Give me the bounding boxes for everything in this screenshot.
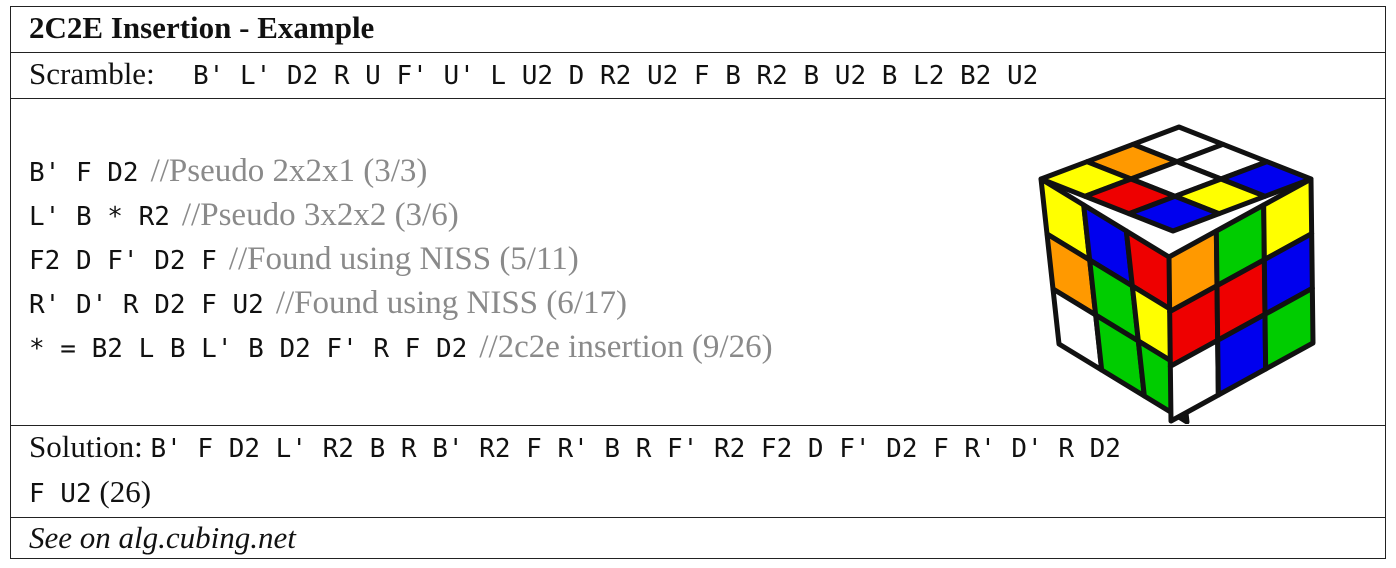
step-moves: R' D' R D2 F U2: [29, 290, 264, 320]
step-moves: * = B2 L B L' B D2 F' R F D2: [29, 334, 468, 364]
cube-sticker: [1126, 193, 1222, 234]
step-line: L' B * R2 //Pseudo 3x2x2 (3/6): [29, 197, 459, 237]
step-line: R' D' R D2 F U2 //Found using NISS (6/17…: [29, 285, 627, 325]
step-line: B' F D2 //Pseudo 2x2x1 (3/3): [29, 153, 427, 193]
cube-top-face: [1038, 124, 1314, 234]
solution-line-2: F U2 (26): [29, 474, 151, 510]
step-comment: //Pseudo 2x2x1 (3/3): [150, 153, 428, 189]
solution-line-1: Solution: B' F D2 L' R2 B R B' R2 F R' B…: [29, 429, 1121, 465]
solution-count: (26): [99, 474, 152, 509]
link-row: See on alg.cubing.net: [11, 518, 1385, 560]
step-moves: L' B * R2: [29, 202, 170, 232]
solution-row: Solution: B' F D2 L' R2 B R B' R2 F R' B…: [11, 426, 1385, 518]
rubiks-cube-icon: [1038, 124, 1316, 424]
step-moves: F2 D F' D2 F: [29, 246, 217, 276]
step-comment: //2c2e insertion (9/26): [479, 329, 773, 365]
cube-sticker: [1262, 285, 1316, 372]
scramble-moves: B' L' D2 R U F' U' L U2 D R2 U2 F B R2 B…: [193, 61, 1039, 91]
step-comment: //Found using NISS (5/11): [228, 241, 579, 277]
cube-right-face: [1166, 176, 1316, 424]
example-title: 2C2E Insertion - Example: [29, 10, 375, 45]
step-moves: B' F D2: [29, 158, 139, 188]
solution-moves-2: F U2: [29, 479, 92, 509]
solution-moves-1: B' F D2 L' R2 B R B' R2 F R' B R F' R2 F…: [150, 434, 1121, 464]
steps-row: B' F D2 //Pseudo 2x2x1 (3/3) L' B * R2 /…: [11, 99, 1385, 426]
step-comment: //Pseudo 3x2x2 (3/6): [181, 197, 459, 233]
solution-label: Solution:: [29, 429, 143, 464]
scramble-label: Scramble:: [29, 56, 155, 91]
alg-cubing-link[interactable]: See on alg.cubing.net: [29, 520, 296, 555]
title-row: 2C2E Insertion - Example: [11, 7, 1385, 53]
step-comment: //Found using NISS (6/17): [275, 285, 627, 321]
step-line: F2 D F' D2 F //Found using NISS (5/11): [29, 241, 579, 281]
example-table: 2C2E Insertion - Example Scramble: B' L'…: [10, 6, 1386, 559]
scramble-row: Scramble: B' L' D2 R U F' U' L U2 D R2 U…: [11, 53, 1385, 99]
step-line: * = B2 L B L' B D2 F' R F D2 //2c2e inse…: [29, 329, 773, 369]
